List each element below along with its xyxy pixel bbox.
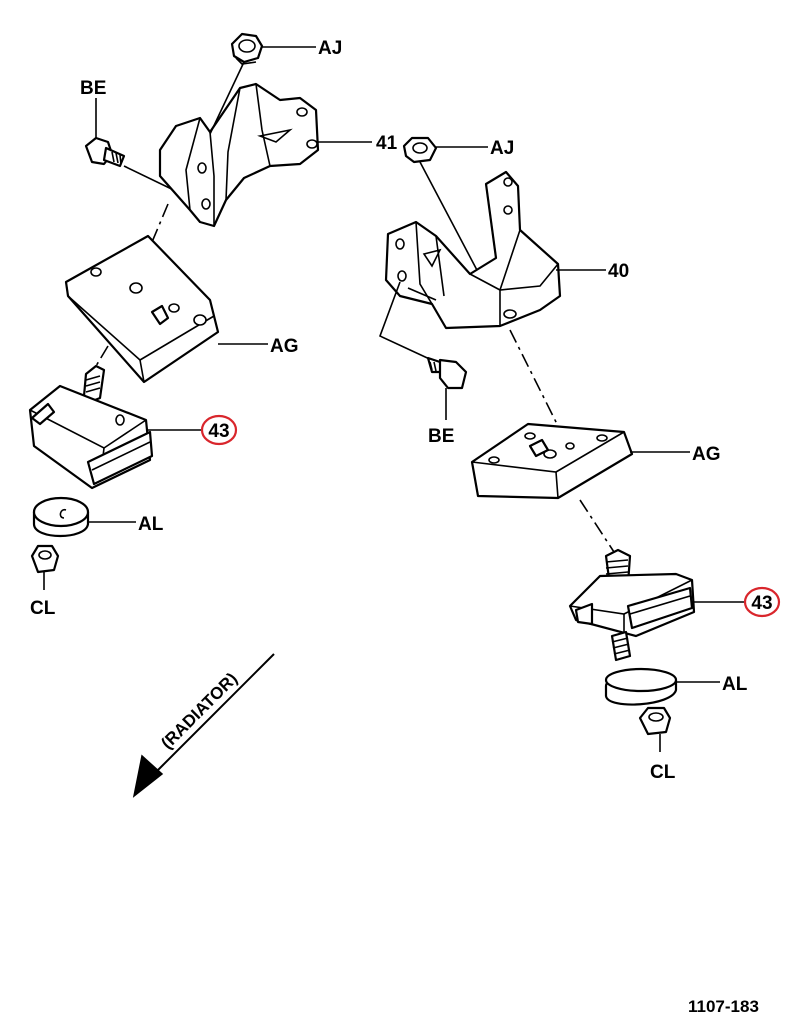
washer-al-right [604,667,678,706]
leader-aj-to-bracket [209,61,245,135]
nut-cl-right [638,706,672,736]
plate-ag-right [470,422,634,500]
label-ag-right: AG [692,444,721,465]
callout-43-right: 43 [743,586,781,618]
bolt-be-right [426,356,468,390]
label-aj-left: AJ [318,38,342,59]
label-ag-left: AG [270,336,299,357]
plate-ag-left [64,234,220,384]
bracket-41 [158,82,320,228]
centerline-left-lower [95,345,109,367]
callout-43-left: 43 [200,414,238,446]
centerline-right-upper [509,329,561,431]
centerline-left-upper [135,203,169,281]
mount-43-right [568,548,696,662]
label-aj-right: AJ [490,138,514,159]
label-al-left: AL [138,514,164,535]
bracket-40 [384,170,562,330]
centerline-right-lower [579,499,615,553]
label-cl-right: CL [650,762,676,783]
label-be-right: BE [428,426,454,447]
label-al-right: AL [722,674,748,695]
label-40: 40 [608,261,629,282]
nut-aj-right [402,136,438,164]
leader-be-right-guide-2 [407,287,437,301]
washer-al-left [32,496,90,538]
radiator-direction-arrow: (RADIATOR) [132,653,275,798]
label-cl-left: CL [30,598,56,619]
label-43-left: 43 [208,421,229,442]
bolt-be-left [84,136,126,168]
figure-number: 1107-183 [688,997,759,1016]
leader-be-right-guide [378,281,437,363]
label-43-right: 43 [751,593,772,614]
nut-cl-left [30,544,60,574]
label-41: 41 [376,133,398,154]
mount-43-left [28,364,154,490]
nut-aj-left [230,32,264,65]
label-be-left: BE [80,78,106,99]
label-radiator: (RADIATOR) [157,669,241,753]
